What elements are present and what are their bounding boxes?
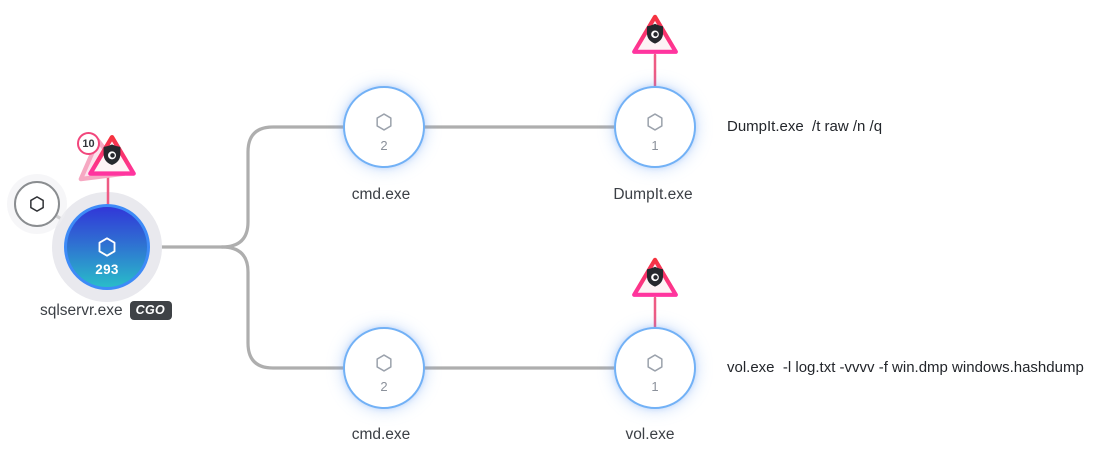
alert-triangle-vol-icon[interactable]	[630, 254, 680, 299]
hexagon-icon	[647, 113, 663, 131]
root-node-count: 293	[95, 262, 119, 277]
node-count: 2	[380, 379, 388, 394]
hexagon-icon	[30, 196, 44, 212]
command-line-vol: vol.exe -l log.txt -vvvv -f win.dmp wind…	[727, 359, 1084, 376]
root-node-sqlservr[interactable]: 293	[64, 204, 150, 290]
command-line-dumpit: DumpIt.exe /t raw /n /q	[727, 118, 883, 135]
node-vol[interactable]: 1	[614, 327, 696, 409]
parent-stub-node[interactable]	[14, 181, 60, 227]
root-node-label-row: sqlservr.exe CGO	[0, 301, 212, 320]
node-label-cmd-bottom: cmd.exe	[351, 426, 411, 443]
node-count: 1	[651, 379, 659, 394]
node-count: 1	[651, 138, 659, 153]
node-cmd-bottom[interactable]: 2	[343, 327, 425, 409]
edge-fork-cmd-bottom	[220, 245, 348, 370]
node-dumpit[interactable]: 1	[614, 86, 696, 168]
alert-triangle-dumpit-icon[interactable]	[630, 11, 680, 56]
hexagon-icon	[376, 354, 392, 372]
root-alert-count-badge[interactable]: 10	[77, 132, 100, 155]
hexagon-icon	[376, 113, 392, 131]
alert-triangle-root-icon[interactable]	[86, 131, 138, 178]
node-cmd-top[interactable]: 2	[343, 86, 425, 168]
hexagon-icon	[98, 237, 116, 257]
edge-fork-cmd-top	[220, 125, 348, 249]
node-label-dumpit: DumpIt.exe	[613, 186, 693, 203]
node-count: 2	[380, 138, 388, 153]
root-node-label: sqlservr.exe	[39, 301, 123, 319]
root-cgo-tag: CGO	[129, 301, 173, 320]
node-label-vol: vol.exe	[625, 426, 675, 443]
node-label-cmd-top: cmd.exe	[351, 186, 411, 203]
hexagon-icon	[647, 354, 663, 372]
